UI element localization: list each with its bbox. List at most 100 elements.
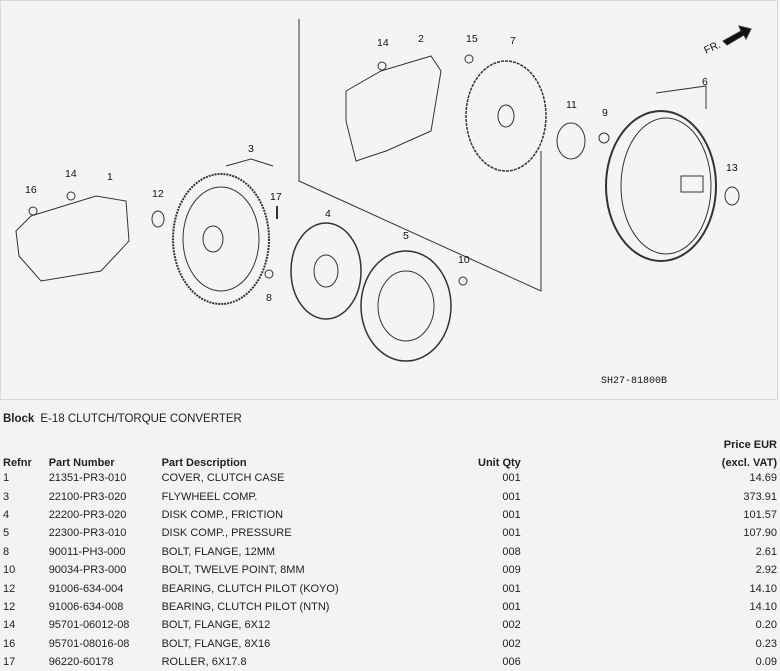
cell-refnr: 12 (3, 600, 16, 613)
block-title: Block E-18 CLUTCH/TORQUE CONVERTER (3, 413, 242, 425)
cell-qty: 002 (502, 619, 521, 632)
exploded-view-drawing: FR. 14 2 15 7 6 11 9 13 3 1 14 16 12 17 … (15, 19, 752, 387)
callout-10: 10 (458, 254, 470, 266)
callout-15: 15 (466, 33, 478, 45)
table-row: 12 91006-634-008 BEARING, CLUTCH PILOT (NT… (0, 598, 780, 616)
table-row: 10 90034-PR3-000 BOLT, TWELVE POINT, 8MM 00… (0, 561, 780, 579)
cell-description: DISK COMP., PRESSURE (161, 527, 292, 540)
cell-price: 14.10 (749, 600, 777, 613)
leader-3 (225, 158, 274, 167)
callout-16: 16 (25, 184, 37, 196)
cell-qty: 008 (502, 545, 521, 558)
callout-7: 7 (510, 35, 516, 47)
cell-price: 101.57 (743, 508, 777, 521)
callout-5: 5 (403, 230, 409, 242)
table-row: 3 22100-PR3-020 FLYWHEEL COMP. 001 373.91 (0, 487, 780, 505)
bolt-16 (28, 206, 38, 216)
cell-qty: 002 (502, 637, 521, 650)
callout-6: 6 (702, 76, 708, 88)
table-row: 4 22200-PR3-020 DISK COMP., FRICTION 001 101… (0, 506, 780, 524)
cell-description: COVER, CLUTCH CASE (161, 472, 285, 485)
callout-3: 3 (248, 143, 254, 155)
pressure-plate-diaphragm (377, 270, 435, 342)
direction-label: FR. (702, 39, 722, 57)
cell-price: 0.20 (755, 619, 777, 632)
cell-refnr: 12 (3, 582, 16, 595)
cell-qty: 001 (502, 508, 521, 521)
block-label: Block (3, 413, 35, 425)
pressure-plate-5 (360, 250, 452, 362)
cell-description: BOLT, TWELVE POINT, 8MM (161, 564, 305, 577)
torque-converter-shaft (680, 175, 704, 193)
leader-6 (655, 85, 707, 109)
cell-description: BEARING, CLUTCH PILOT (NTN) (161, 600, 330, 613)
cell-refnr: 1 (3, 472, 10, 485)
flywheel-hub (202, 225, 224, 253)
cell-description: BOLT, FLANGE, 6X12 (161, 619, 271, 632)
cell-part-number: 21351-PR3-010 (48, 472, 127, 485)
cell-qty: 001 (502, 490, 521, 503)
cell-part-number: 22100-PR3-020 (48, 490, 127, 503)
cell-part-number: 90034-PR3-000 (48, 564, 127, 577)
cell-part-number: 90011-PH3-000 (48, 545, 126, 558)
bolt-14 (66, 191, 76, 201)
bolt-14-upper (377, 61, 387, 71)
header-price-line2: (excl. VAT) (721, 457, 777, 469)
pilot-bearing-12 (151, 210, 165, 228)
cell-qty: 009 (502, 564, 521, 577)
header-description: Part Description (161, 457, 247, 469)
header-refnr: Refnr (3, 457, 32, 469)
bolt-8 (264, 269, 274, 279)
callout-12: 12 (152, 188, 164, 200)
diagram-code: SH27-81800B (601, 376, 667, 387)
cell-part-number: 91006-634-008 (48, 600, 124, 613)
drive-plate-hub (497, 104, 515, 128)
cell-description: DISK COMP., FRICTION (161, 508, 284, 521)
cell-price: 2.61 (755, 545, 777, 558)
cell-refnr: 16 (3, 637, 16, 650)
cell-refnr: 17 (3, 656, 16, 669)
torque-converter-body (620, 117, 712, 255)
cell-refnr: 5 (3, 527, 10, 540)
block-value: E-18 CLUTCH/TORQUE CONVERTER (40, 413, 242, 425)
cell-qty: 001 (502, 472, 521, 485)
callout-14-left: 14 (65, 168, 77, 180)
cell-description: BOLT, FLANGE, 12MM (161, 545, 276, 558)
cell-price: 373.91 (743, 490, 777, 503)
cell-qty: 001 (502, 600, 521, 613)
cell-qty: 001 (502, 582, 521, 595)
flywheel-3 (172, 173, 270, 305)
table-row: 1 21351-PR3-010 COVER, CLUTCH CASE 001 14.69 (0, 469, 780, 487)
clutch-case-cover-2 (345, 55, 442, 162)
callout-8: 8 (266, 292, 272, 304)
parts-table: Price EUR Refnr Part Number Part Descrip… (0, 433, 780, 671)
cell-price: 0.09 (755, 656, 777, 669)
cell-description: BEARING, CLUTCH PILOT (KOYO) (161, 582, 339, 595)
cell-description: FLYWHEEL COMP. (161, 490, 258, 503)
cell-price: 0.23 (755, 637, 777, 650)
cell-price: 14.69 (749, 472, 777, 485)
callout-13: 13 (726, 162, 738, 174)
cell-price: 14.10 (749, 582, 777, 595)
cell-description: BOLT, FLANGE, 8X16 (161, 637, 271, 650)
drive-plate-7 (465, 60, 547, 172)
callout-4: 4 (325, 208, 331, 220)
header-part-number: Part Number (48, 457, 115, 469)
clutch-case-cover-1 (15, 195, 130, 282)
callout-17: 17 (270, 191, 282, 203)
friction-disk-4 (290, 222, 362, 320)
torque-converter-6 (605, 110, 717, 262)
cell-description: ROLLER, 6X17.8 (161, 656, 247, 669)
cell-part-number: 22200-PR3-020 (48, 508, 127, 521)
cell-price: 107.90 (743, 527, 777, 540)
cell-refnr: 10 (3, 564, 16, 577)
o-ring-13 (724, 186, 740, 206)
cell-refnr: 3 (3, 490, 10, 503)
cell-refnr: 4 (3, 508, 10, 521)
